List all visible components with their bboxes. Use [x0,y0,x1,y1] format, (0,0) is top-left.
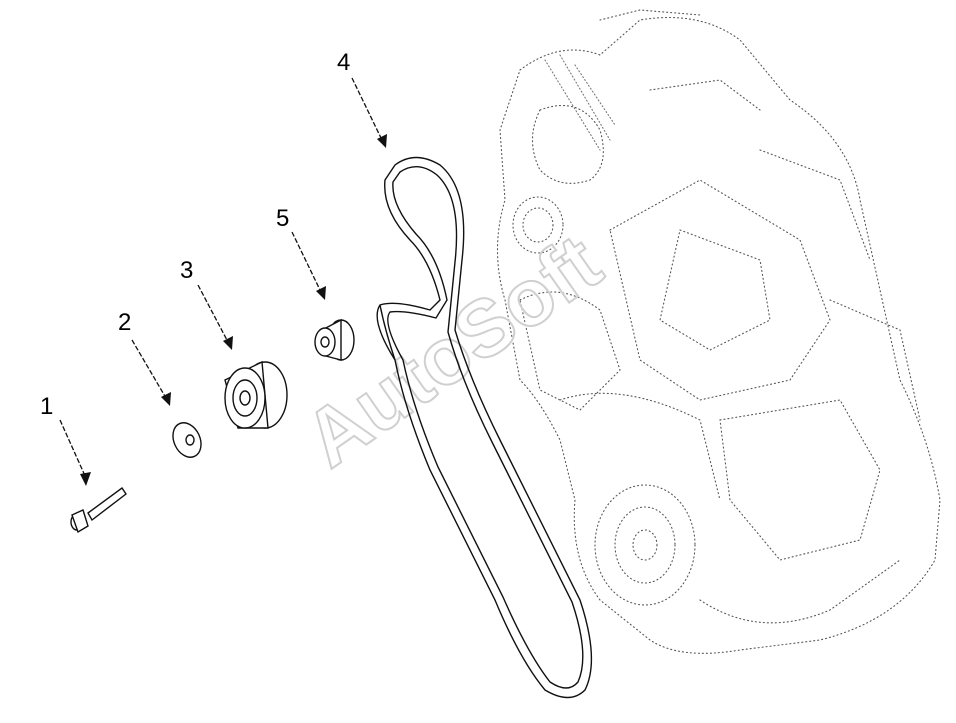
washer [172,422,202,458]
idler-pulley-small [314,318,355,361]
engine-outline [497,9,941,654]
callout-4: 4 [337,49,350,76]
callout-5: 5 [276,205,289,232]
callout-2: 2 [118,309,131,336]
idler-pulley-large [224,360,288,429]
drive-belt [376,156,593,699]
bolt [70,487,127,534]
callout-1: 1 [40,393,53,420]
callout-3: 3 [180,257,193,284]
callout-arrows [59,77,387,486]
